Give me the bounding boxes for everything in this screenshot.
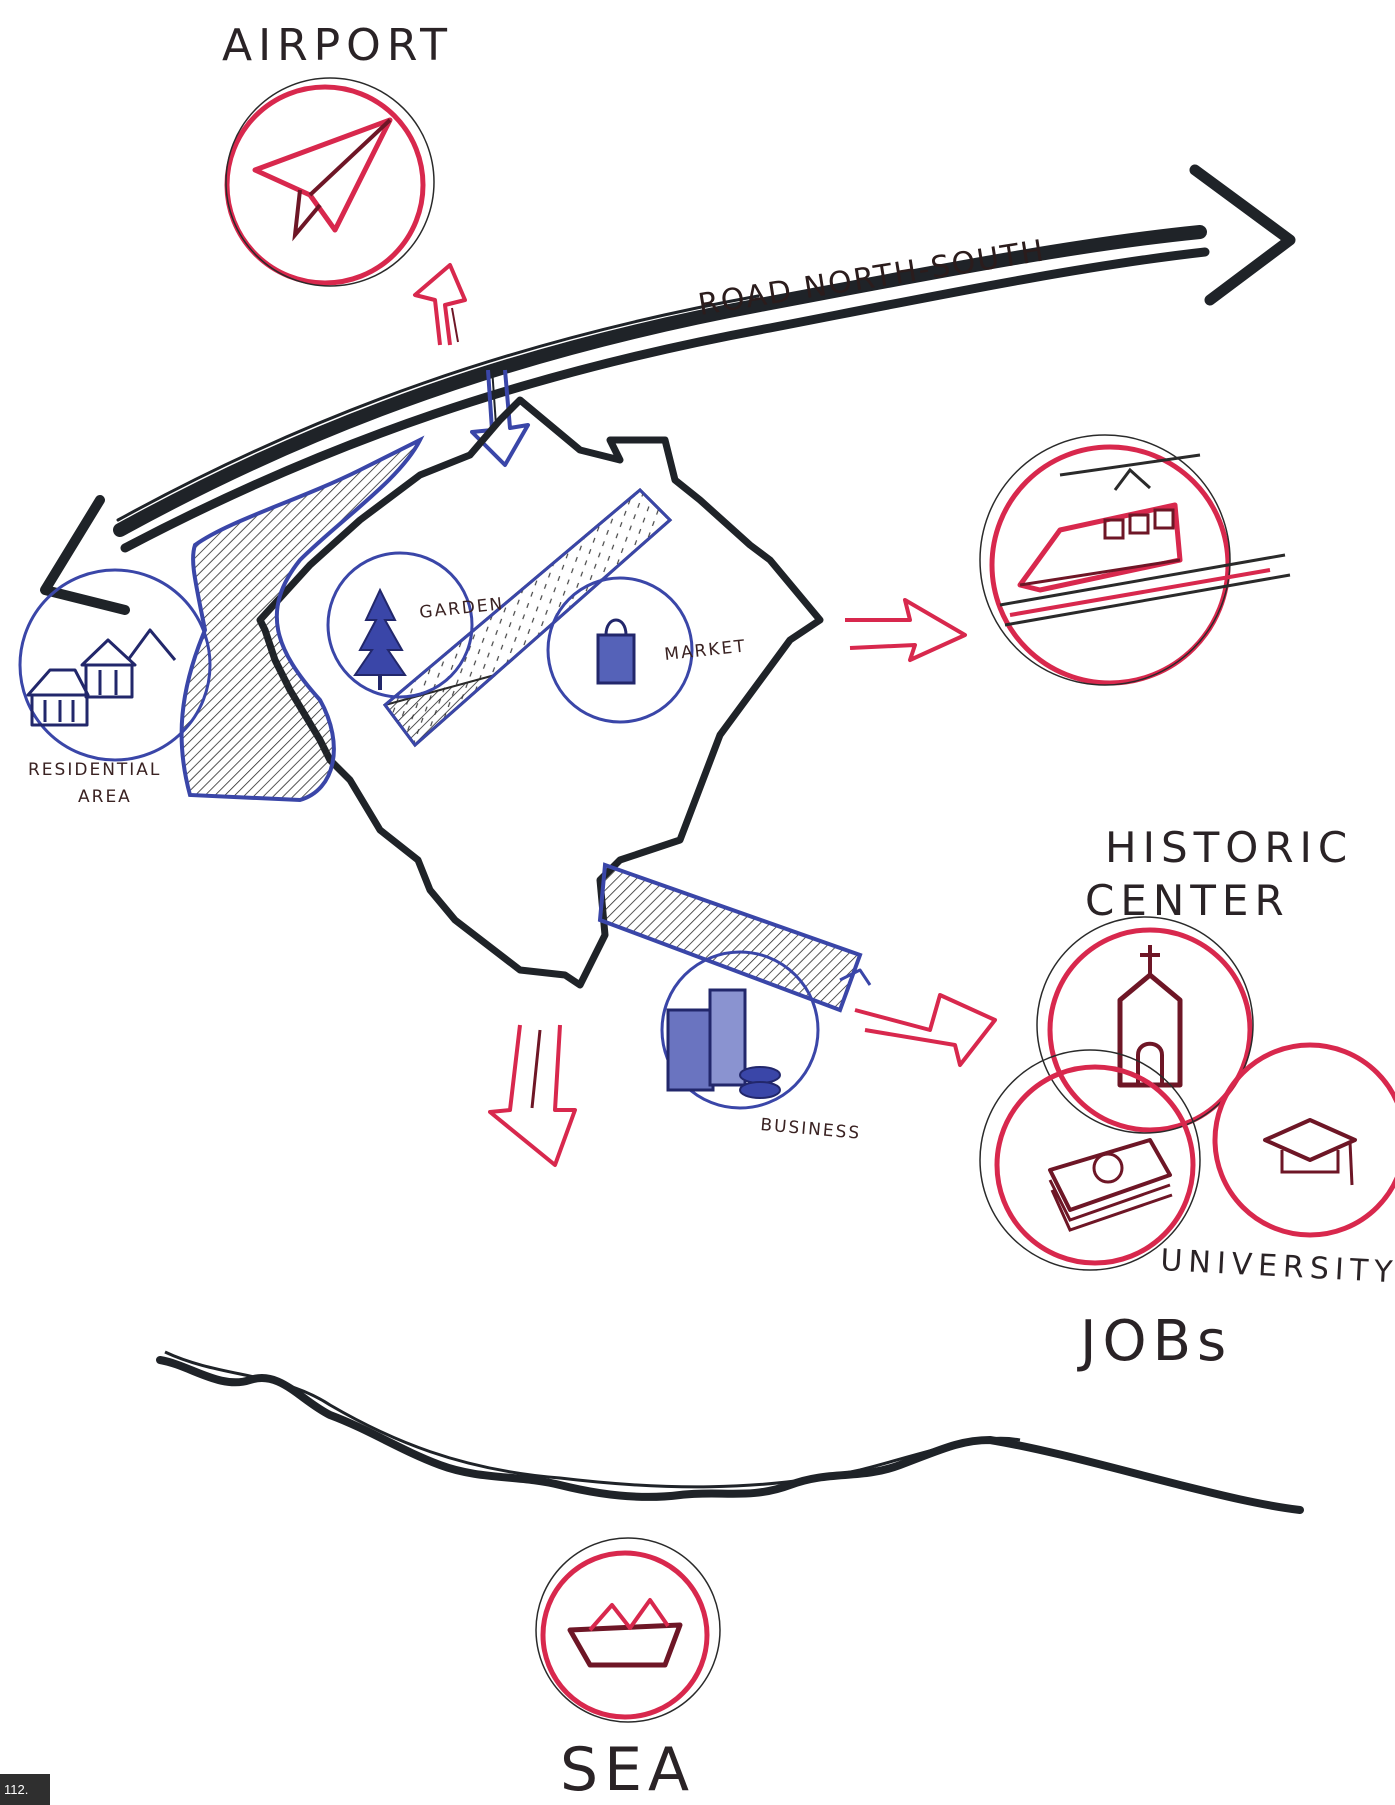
business-label: BUSINESS — [760, 1115, 862, 1144]
arrow-to-airport — [415, 265, 465, 345]
business-strip — [600, 865, 860, 1010]
jobs-label: JOBs — [1077, 1309, 1232, 1374]
university-label: UNIVERSITY — [1160, 1243, 1395, 1290]
arrow-to-train — [845, 600, 965, 660]
sea-ship-icon — [536, 1538, 720, 1722]
residential-houses-icon — [20, 570, 210, 760]
university-icon — [1215, 1045, 1395, 1235]
airport-label: AIRPORT — [222, 20, 453, 71]
historic-label-line1: HISTORIC — [1105, 823, 1353, 872]
sea-label: SEA — [560, 1735, 695, 1805]
arrow-to-sea — [490, 1025, 575, 1165]
residential-label-line2: AREA — [78, 787, 132, 807]
market-label: MARKET — [663, 636, 747, 665]
arrow-to-historic-center — [840, 970, 995, 1065]
historic-center-icon — [1037, 917, 1253, 1133]
garden-icon — [328, 553, 472, 697]
airport-icon — [226, 78, 434, 286]
page-number: 112. — [0, 1774, 50, 1805]
residential-label-line1: RESIDENTIAL — [28, 760, 161, 780]
train-icon — [980, 435, 1290, 685]
historic-label-line2: CENTER — [1085, 876, 1290, 925]
business-icon — [662, 952, 818, 1108]
